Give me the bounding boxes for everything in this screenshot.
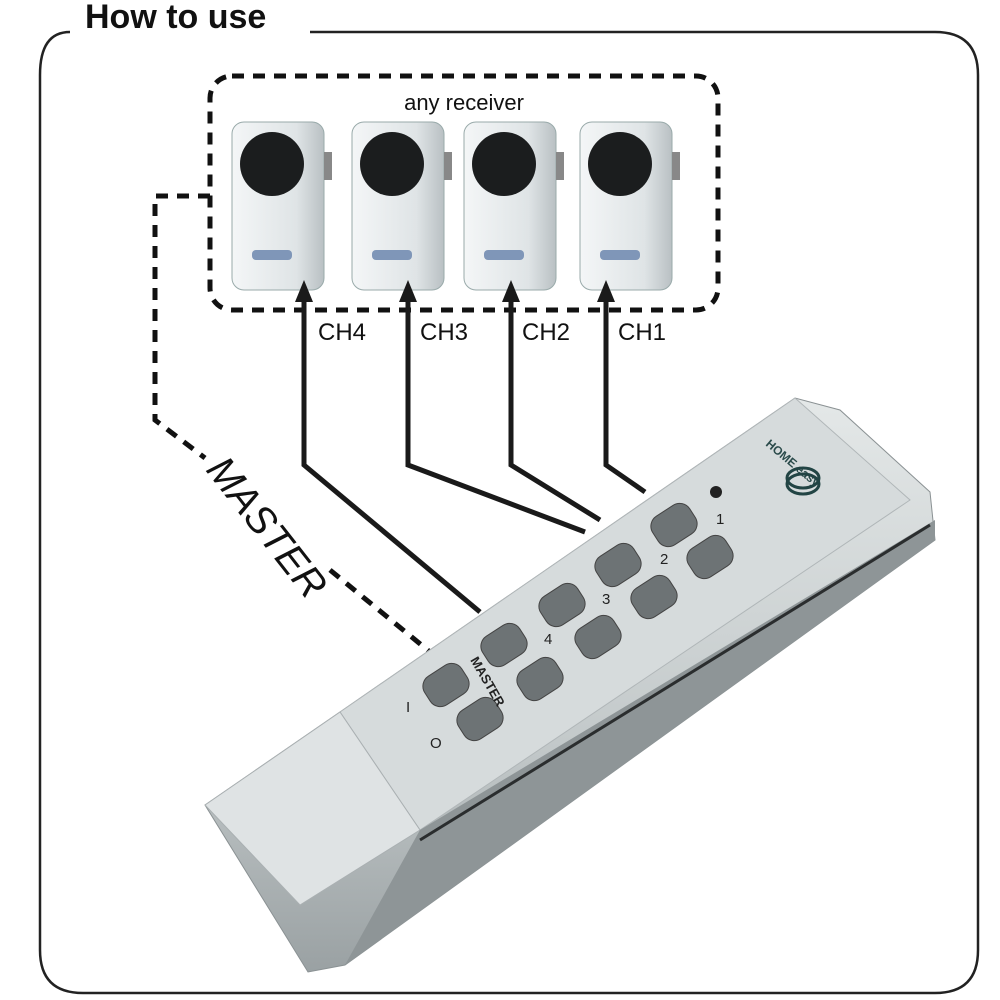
button-4-off[interactable]	[512, 653, 567, 705]
arrowhead-ch2	[502, 280, 520, 302]
button-2-off[interactable]	[626, 571, 681, 623]
channel-label-ch3: CH3	[420, 319, 468, 346]
arrow-ch1	[603, 300, 647, 495]
on-label: I	[406, 699, 410, 716]
button-label-1: 1	[716, 511, 724, 528]
receiver-group-box	[207, 73, 721, 313]
button-label-4: 4	[544, 631, 552, 648]
arrowhead-ch3	[399, 280, 417, 302]
frame-border	[38, 30, 980, 995]
button-4-on[interactable]	[476, 619, 531, 671]
button-3-off[interactable]	[570, 611, 625, 663]
receiver-ch4	[231, 121, 332, 291]
button-1-on[interactable]	[646, 499, 701, 551]
arrow-ch4	[301, 300, 482, 614]
title: How to use	[85, 0, 266, 36]
button-master-on[interactable]	[418, 659, 473, 711]
receiver-group-label: any receiver	[404, 90, 524, 115]
receiver-ch2	[463, 121, 564, 291]
off-label: O	[430, 735, 442, 752]
button-1-off[interactable]	[682, 531, 737, 583]
channel-label-ch2: CH2	[522, 319, 570, 346]
remote-control: HOME easy	[204, 397, 936, 973]
brand-swirl-icon	[785, 466, 821, 496]
arrowhead-ch4	[295, 280, 313, 302]
button-label-2: 2	[660, 551, 668, 568]
arrow-ch3	[405, 300, 586, 535]
arrowhead-ch1	[597, 280, 615, 302]
channel-label-ch4: CH4	[318, 319, 366, 346]
master-dashed-line	[152, 193, 210, 460]
button-2-on[interactable]	[590, 539, 645, 591]
receiver-ch1	[579, 121, 680, 291]
button-master-off[interactable]	[452, 693, 507, 745]
master-dashed-line-lower	[328, 568, 432, 654]
channel-label-ch1: CH1	[618, 319, 666, 346]
receiver-ch3	[351, 121, 452, 291]
button-3-on[interactable]	[534, 579, 589, 631]
button-label-3: 3	[602, 591, 610, 608]
arrow-ch2	[508, 300, 602, 523]
